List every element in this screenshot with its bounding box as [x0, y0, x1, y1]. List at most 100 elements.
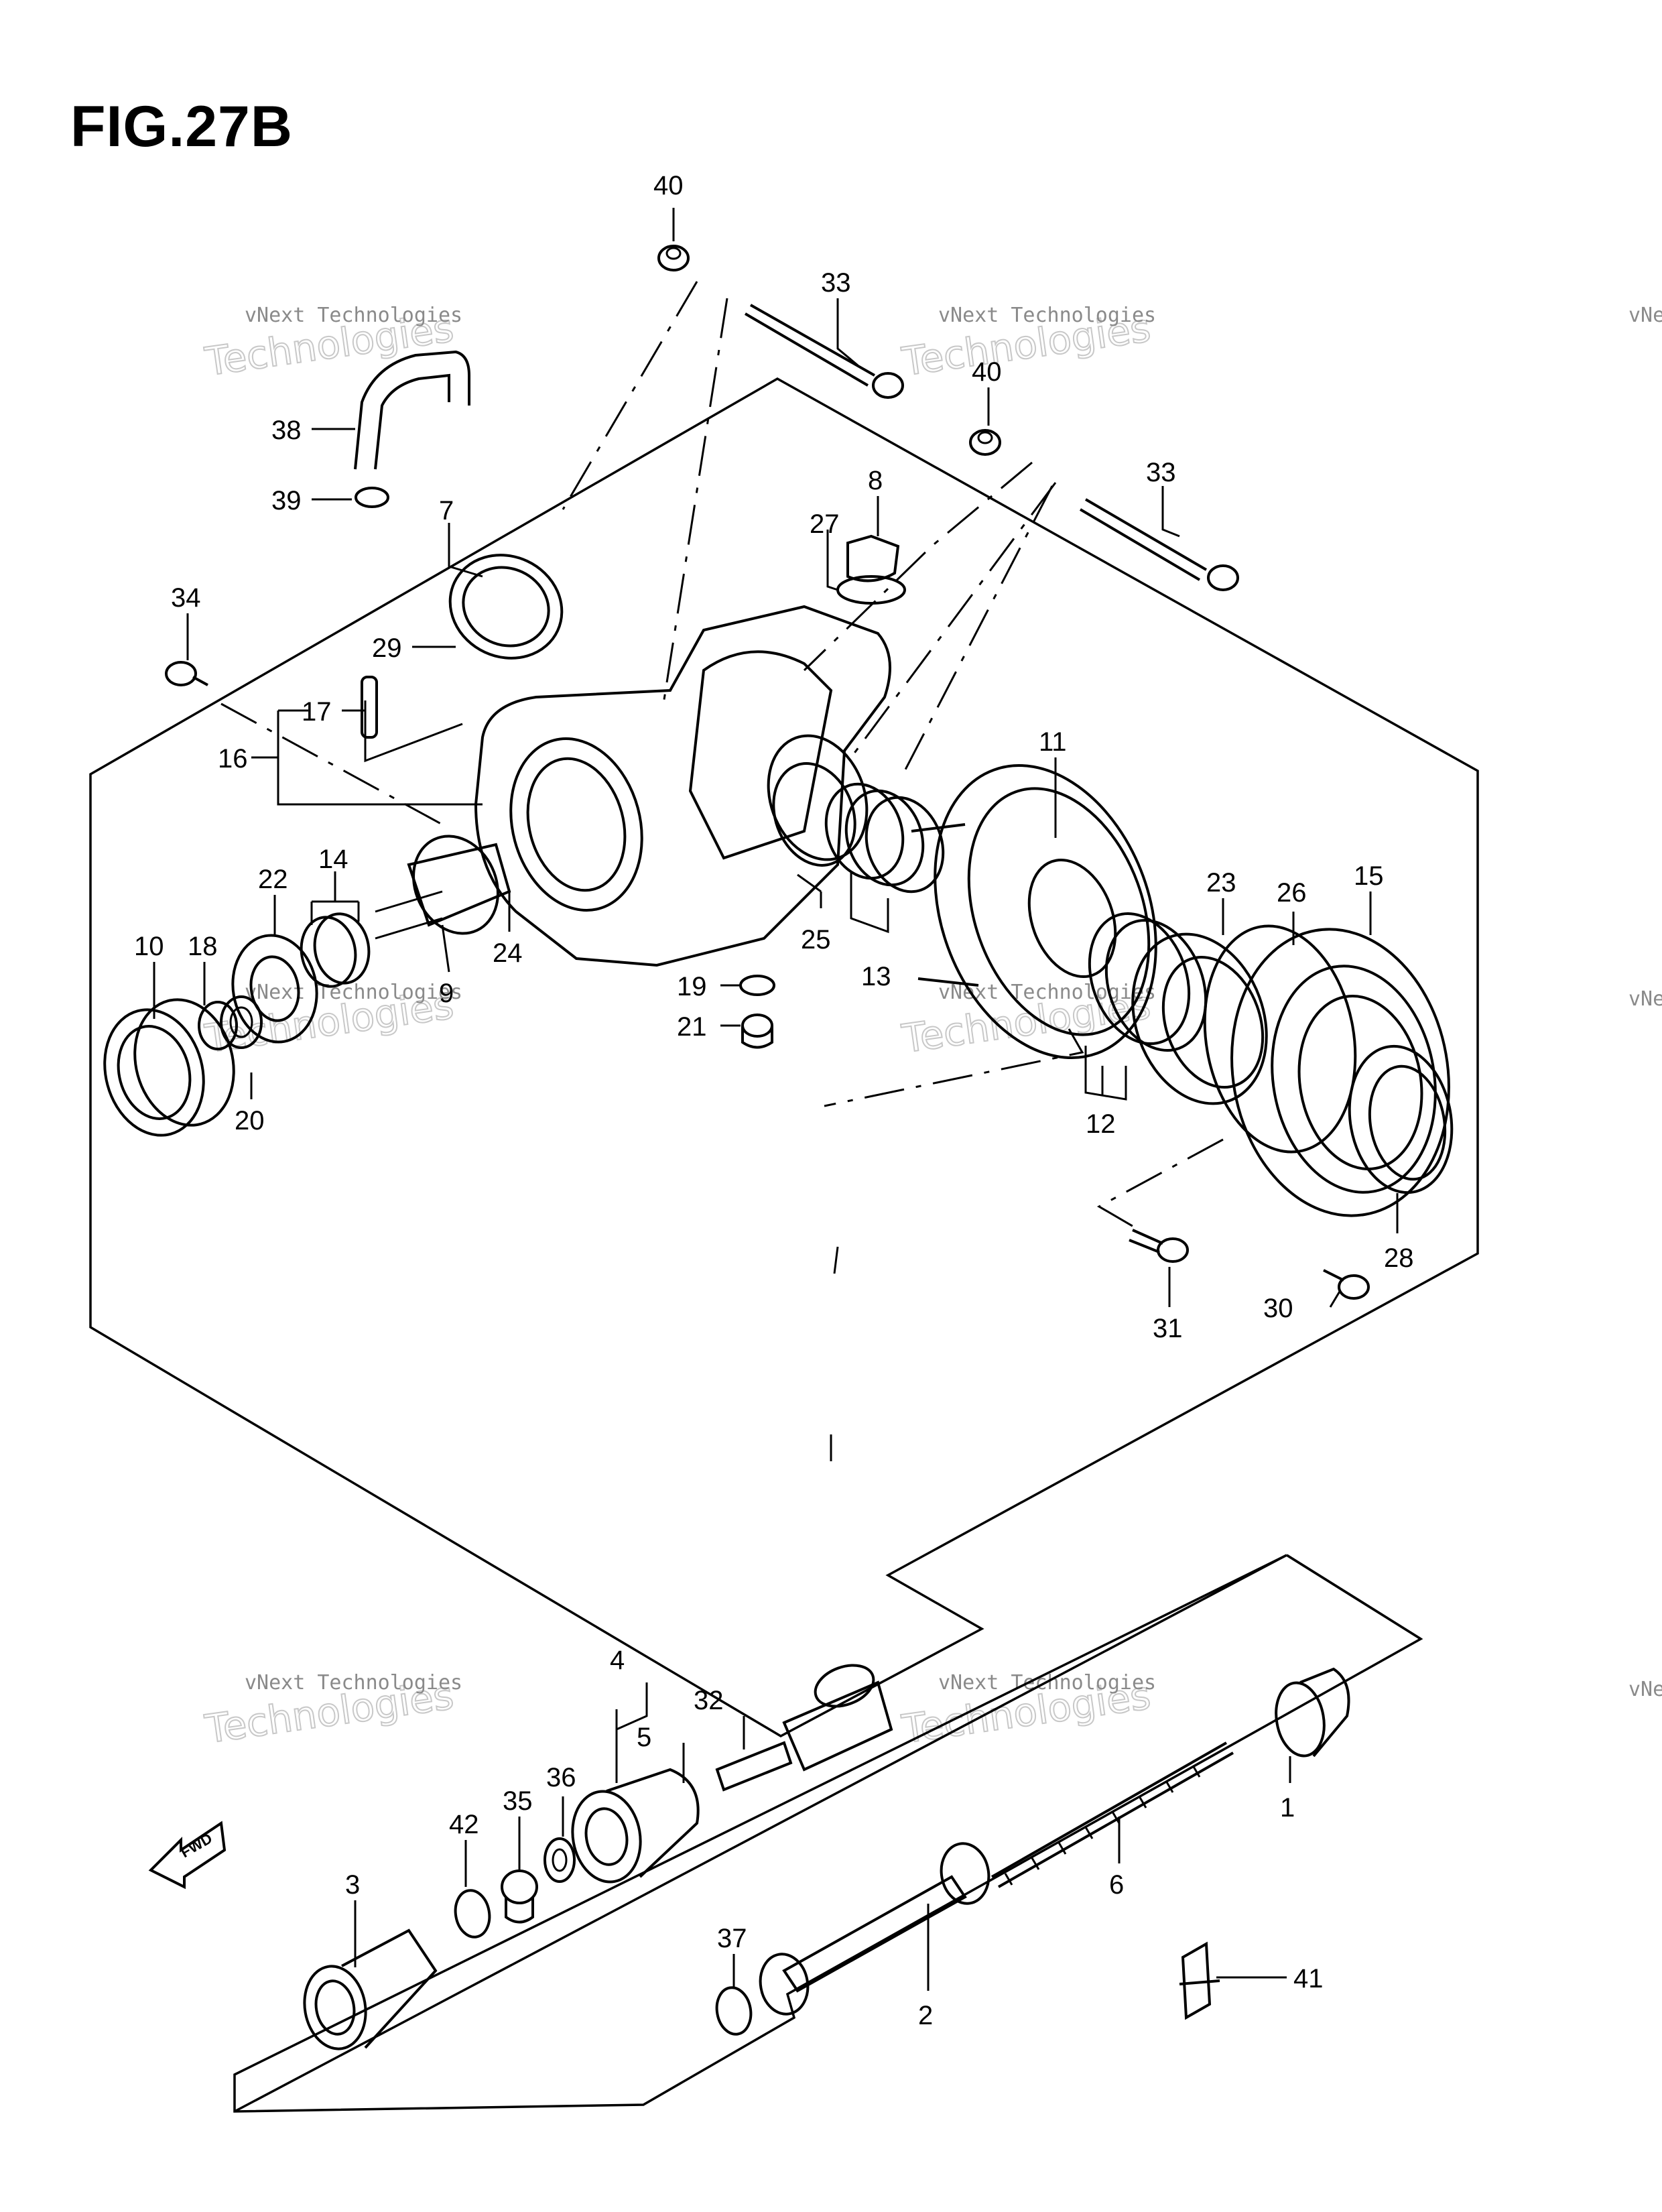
part-clip-41	[1179, 1941, 1220, 2020]
part-ring-gear-11	[911, 764, 1157, 1059]
callout-39: 39	[271, 486, 302, 515]
part-bolt-33-upper	[744, 304, 904, 399]
callout-36: 36	[546, 1763, 576, 1792]
part-shims-13	[824, 782, 945, 894]
part-breather-17	[361, 676, 378, 739]
callout-33: 33	[1146, 458, 1176, 487]
callout-38: 38	[271, 416, 302, 445]
callout-25: 25	[801, 925, 831, 955]
part-gear-case-housing	[474, 605, 891, 967]
part-pinion-24	[375, 835, 511, 940]
callout-8: 8	[868, 466, 883, 495]
svg-text:vNext Technologies: vNext Technologies	[245, 1671, 462, 1695]
callout-21: 21	[677, 1012, 707, 1042]
part-drain-plug-21	[741, 1013, 773, 1049]
part-clamp-39	[355, 487, 389, 508]
callout-40: 40	[972, 357, 1002, 387]
part-nut-40-lower	[969, 429, 1001, 456]
part-o-ring-42	[454, 1889, 491, 1939]
callout-numbers: 40 33 40 33 38 39 7 8 27 34 29 17 16 11 …	[134, 171, 1414, 2030]
callout-18: 18	[188, 932, 218, 961]
callout-29: 29	[372, 633, 402, 663]
part-joint-3	[303, 1928, 438, 2050]
part-o-ring-37	[715, 1986, 753, 2036]
part-hose-38	[354, 350, 470, 470]
callout-20: 20	[235, 1106, 265, 1135]
part-oil-seal-28	[1348, 1044, 1454, 1194]
callout-19: 19	[677, 972, 707, 1001]
svg-text:vNext Technologies: vNext Technologies	[245, 981, 462, 1004]
svg-text:vNext Technologies: vNext Technologies	[245, 304, 462, 327]
callout-27: 27	[810, 509, 840, 539]
part-nut-18	[198, 1001, 238, 1050]
callout-28: 28	[1384, 1243, 1414, 1273]
assembly-lines	[220, 281, 1224, 1461]
watermarks: Technologies vNext Technologies Technolo…	[201, 304, 1662, 1753]
callout-37: 37	[717, 1924, 747, 1953]
part-boot-1	[1275, 1667, 1350, 1758]
figure-title: FIG.27B	[70, 95, 293, 159]
callout-3: 3	[345, 1870, 360, 1900]
callout-15: 15	[1354, 861, 1384, 891]
forward-arrow-icon: FWD	[148, 1821, 227, 1890]
part-gear-case-cover-15	[1230, 928, 1450, 1217]
watermark: Technologies vNext Technologies	[898, 304, 1156, 385]
part-washer-19	[739, 975, 775, 996]
watermark: Technologies vNext Technologies	[201, 304, 462, 385]
callout-34: 34	[171, 583, 201, 613]
callout-13: 13	[861, 962, 891, 991]
part-coupling-10	[103, 998, 235, 1137]
callout-42: 42	[449, 1810, 479, 1839]
callout-11: 11	[1039, 727, 1067, 757]
leader-lines	[153, 208, 1399, 1991]
lower-assembly-frame	[233, 1554, 1423, 2113]
watermark: Technologies vNext Technologies	[201, 981, 462, 1062]
part-drive-shaft-2	[759, 1842, 990, 2016]
callout-10: 10	[134, 932, 164, 961]
callout-31: 31	[1153, 1314, 1183, 1343]
callout-12: 12	[1086, 1109, 1116, 1139]
part-o-ring-26	[1203, 924, 1357, 1154]
callout-41: 41	[1293, 1964, 1324, 1993]
part-oil-seal-7-29	[448, 554, 564, 660]
watermark-edge: vNext Technologies	[1628, 304, 1662, 327]
part-bolt-34	[165, 661, 208, 686]
lower-frame-edge	[234, 1554, 1421, 2113]
svg-text:FWD: FWD	[178, 1830, 215, 1861]
svg-text:vNext Technologies: vNext Technologies	[938, 304, 1156, 327]
part-filler-plug-8	[836, 534, 906, 605]
part-bearing-25	[772, 762, 856, 867]
callout-14: 14	[318, 845, 348, 874]
callout-17: 17	[302, 697, 332, 727]
part-shims-14	[300, 912, 371, 988]
watermark-edge: vNext Technologies	[1628, 987, 1662, 1011]
callout-6: 6	[1109, 1870, 1124, 1900]
part-washer-36	[544, 1837, 576, 1883]
callout-16: 16	[218, 744, 248, 774]
callout-4: 4	[610, 1646, 625, 1675]
part-bolt-30	[1323, 1269, 1370, 1300]
callout-2: 2	[918, 2001, 933, 2030]
watermark-edge: vNext Technologies	[1628, 1678, 1662, 1701]
callout-26: 26	[1277, 878, 1307, 908]
callout-9: 9	[439, 979, 454, 1008]
callout-33: 33	[821, 268, 851, 298]
part-bearing-23	[1131, 932, 1268, 1105]
part-spring-6	[991, 1741, 1234, 1888]
part-washer-20	[220, 995, 263, 1049]
callout-35: 35	[503, 1786, 533, 1816]
part-propeller-shaft-32	[715, 1664, 893, 1792]
part-bolt-33-lower	[1079, 498, 1239, 591]
callout-23: 23	[1206, 868, 1236, 898]
callout-32: 32	[694, 1686, 724, 1715]
callout-7: 7	[439, 496, 454, 526]
watermark: Technologies vNext Technologies	[898, 981, 1156, 1062]
callout-1: 1	[1280, 1793, 1295, 1823]
part-bolt-31	[1129, 1229, 1189, 1263]
callout-40: 40	[653, 171, 684, 200]
callout-30: 30	[1263, 1294, 1293, 1323]
upper-assembly-frame	[89, 377, 1479, 1738]
part-nut-40-upper	[657, 245, 690, 271]
part-coupling-4-5	[571, 1768, 700, 1884]
